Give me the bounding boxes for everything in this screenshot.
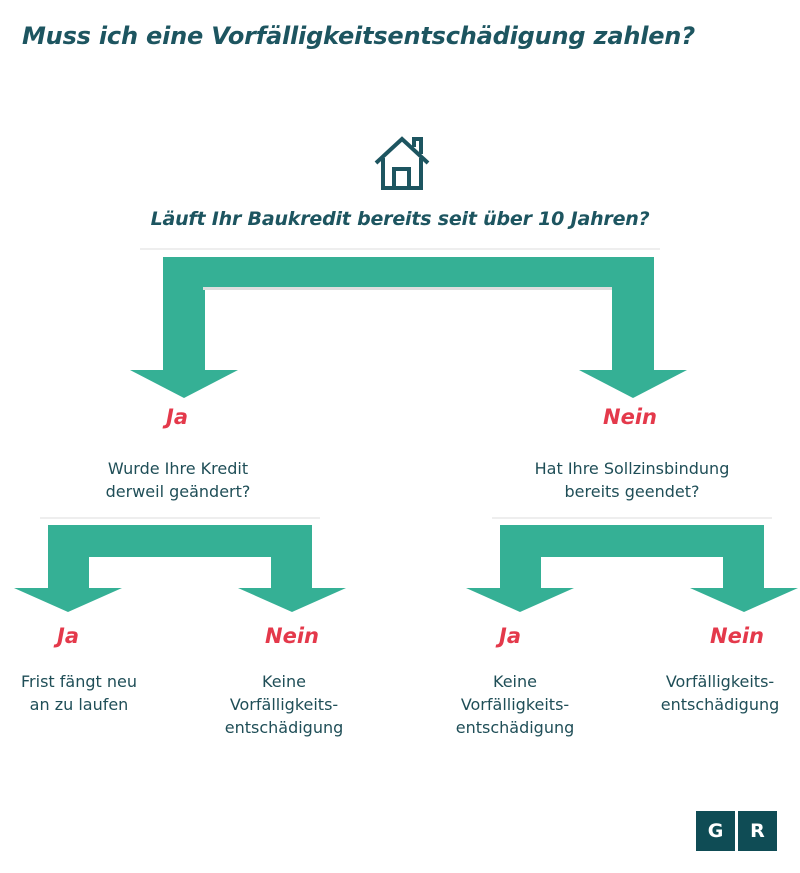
gr-logo: G R: [696, 811, 777, 851]
answer-ja-left-left: Ja: [57, 624, 79, 648]
outcome-vfe: Vorfälligkeits- entschädigung: [660, 672, 780, 714]
right-question: Hat Ihre Sollzinsbindung bereits geendet…: [534, 459, 730, 501]
answer-nein-right-right: Nein: [710, 624, 764, 648]
right-bracket-arrow: [466, 525, 798, 612]
answer-ja: Ja: [166, 405, 188, 429]
left-question: Wurde Ihre Kredit derweil geändert?: [105, 459, 251, 501]
page-title: Muss ich eine Vorfälligkeitsentschädigun…: [22, 22, 695, 50]
outcome-frist-neu: Frist fängt neu an zu laufen: [21, 672, 137, 714]
left-bracket-arrow: [14, 525, 346, 612]
outcome-keine-vfe-left: Keine Vorfälligkeits- entschädigung: [224, 672, 344, 737]
house-icon: [372, 133, 432, 193]
answer-nein: Nein: [603, 405, 657, 429]
main-question: Läuft Ihr Baukredit bereits seit über 10…: [150, 208, 650, 230]
answer-nein-left-right: Nein: [265, 624, 319, 648]
logo-letter-r: R: [738, 811, 777, 851]
top-bracket-arrow: [130, 257, 687, 398]
logo-letter-g: G: [696, 811, 735, 851]
answer-ja-right-left: Ja: [499, 624, 521, 648]
outcome-keine-vfe-right: Keine Vorfälligkeits- entschädigung: [455, 672, 575, 737]
